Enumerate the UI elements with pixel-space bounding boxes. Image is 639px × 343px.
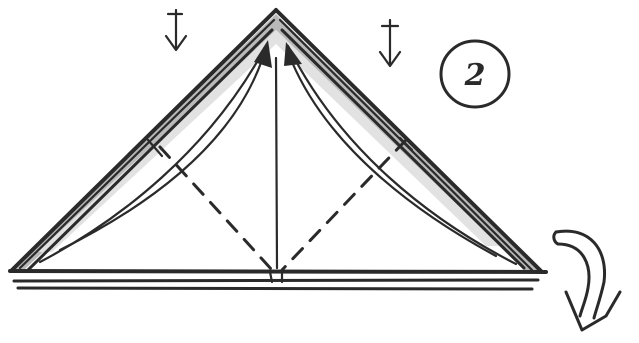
turn-over-arrowhead	[566, 292, 620, 330]
base-edge-bottom	[18, 288, 532, 289]
base-edge-top	[10, 271, 546, 272]
fold-arrows	[40, 40, 516, 264]
left-valley-fold	[160, 147, 272, 270]
center-crease	[276, 58, 277, 268]
left-inner-edge	[28, 30, 272, 270]
crease-lines	[148, 58, 412, 270]
step-number: 2	[464, 58, 486, 93]
turn-over-arrow-icon	[554, 231, 620, 330]
right-valley-fold	[282, 140, 406, 270]
step-number-badge: 2	[441, 41, 509, 107]
base-edge-mid	[14, 280, 538, 281]
turn-over-cap	[554, 232, 558, 244]
turn-over-inner-curve	[558, 244, 589, 316]
left-down-arrow-icon	[166, 10, 186, 50]
right-down-arrow-icon	[380, 20, 400, 66]
